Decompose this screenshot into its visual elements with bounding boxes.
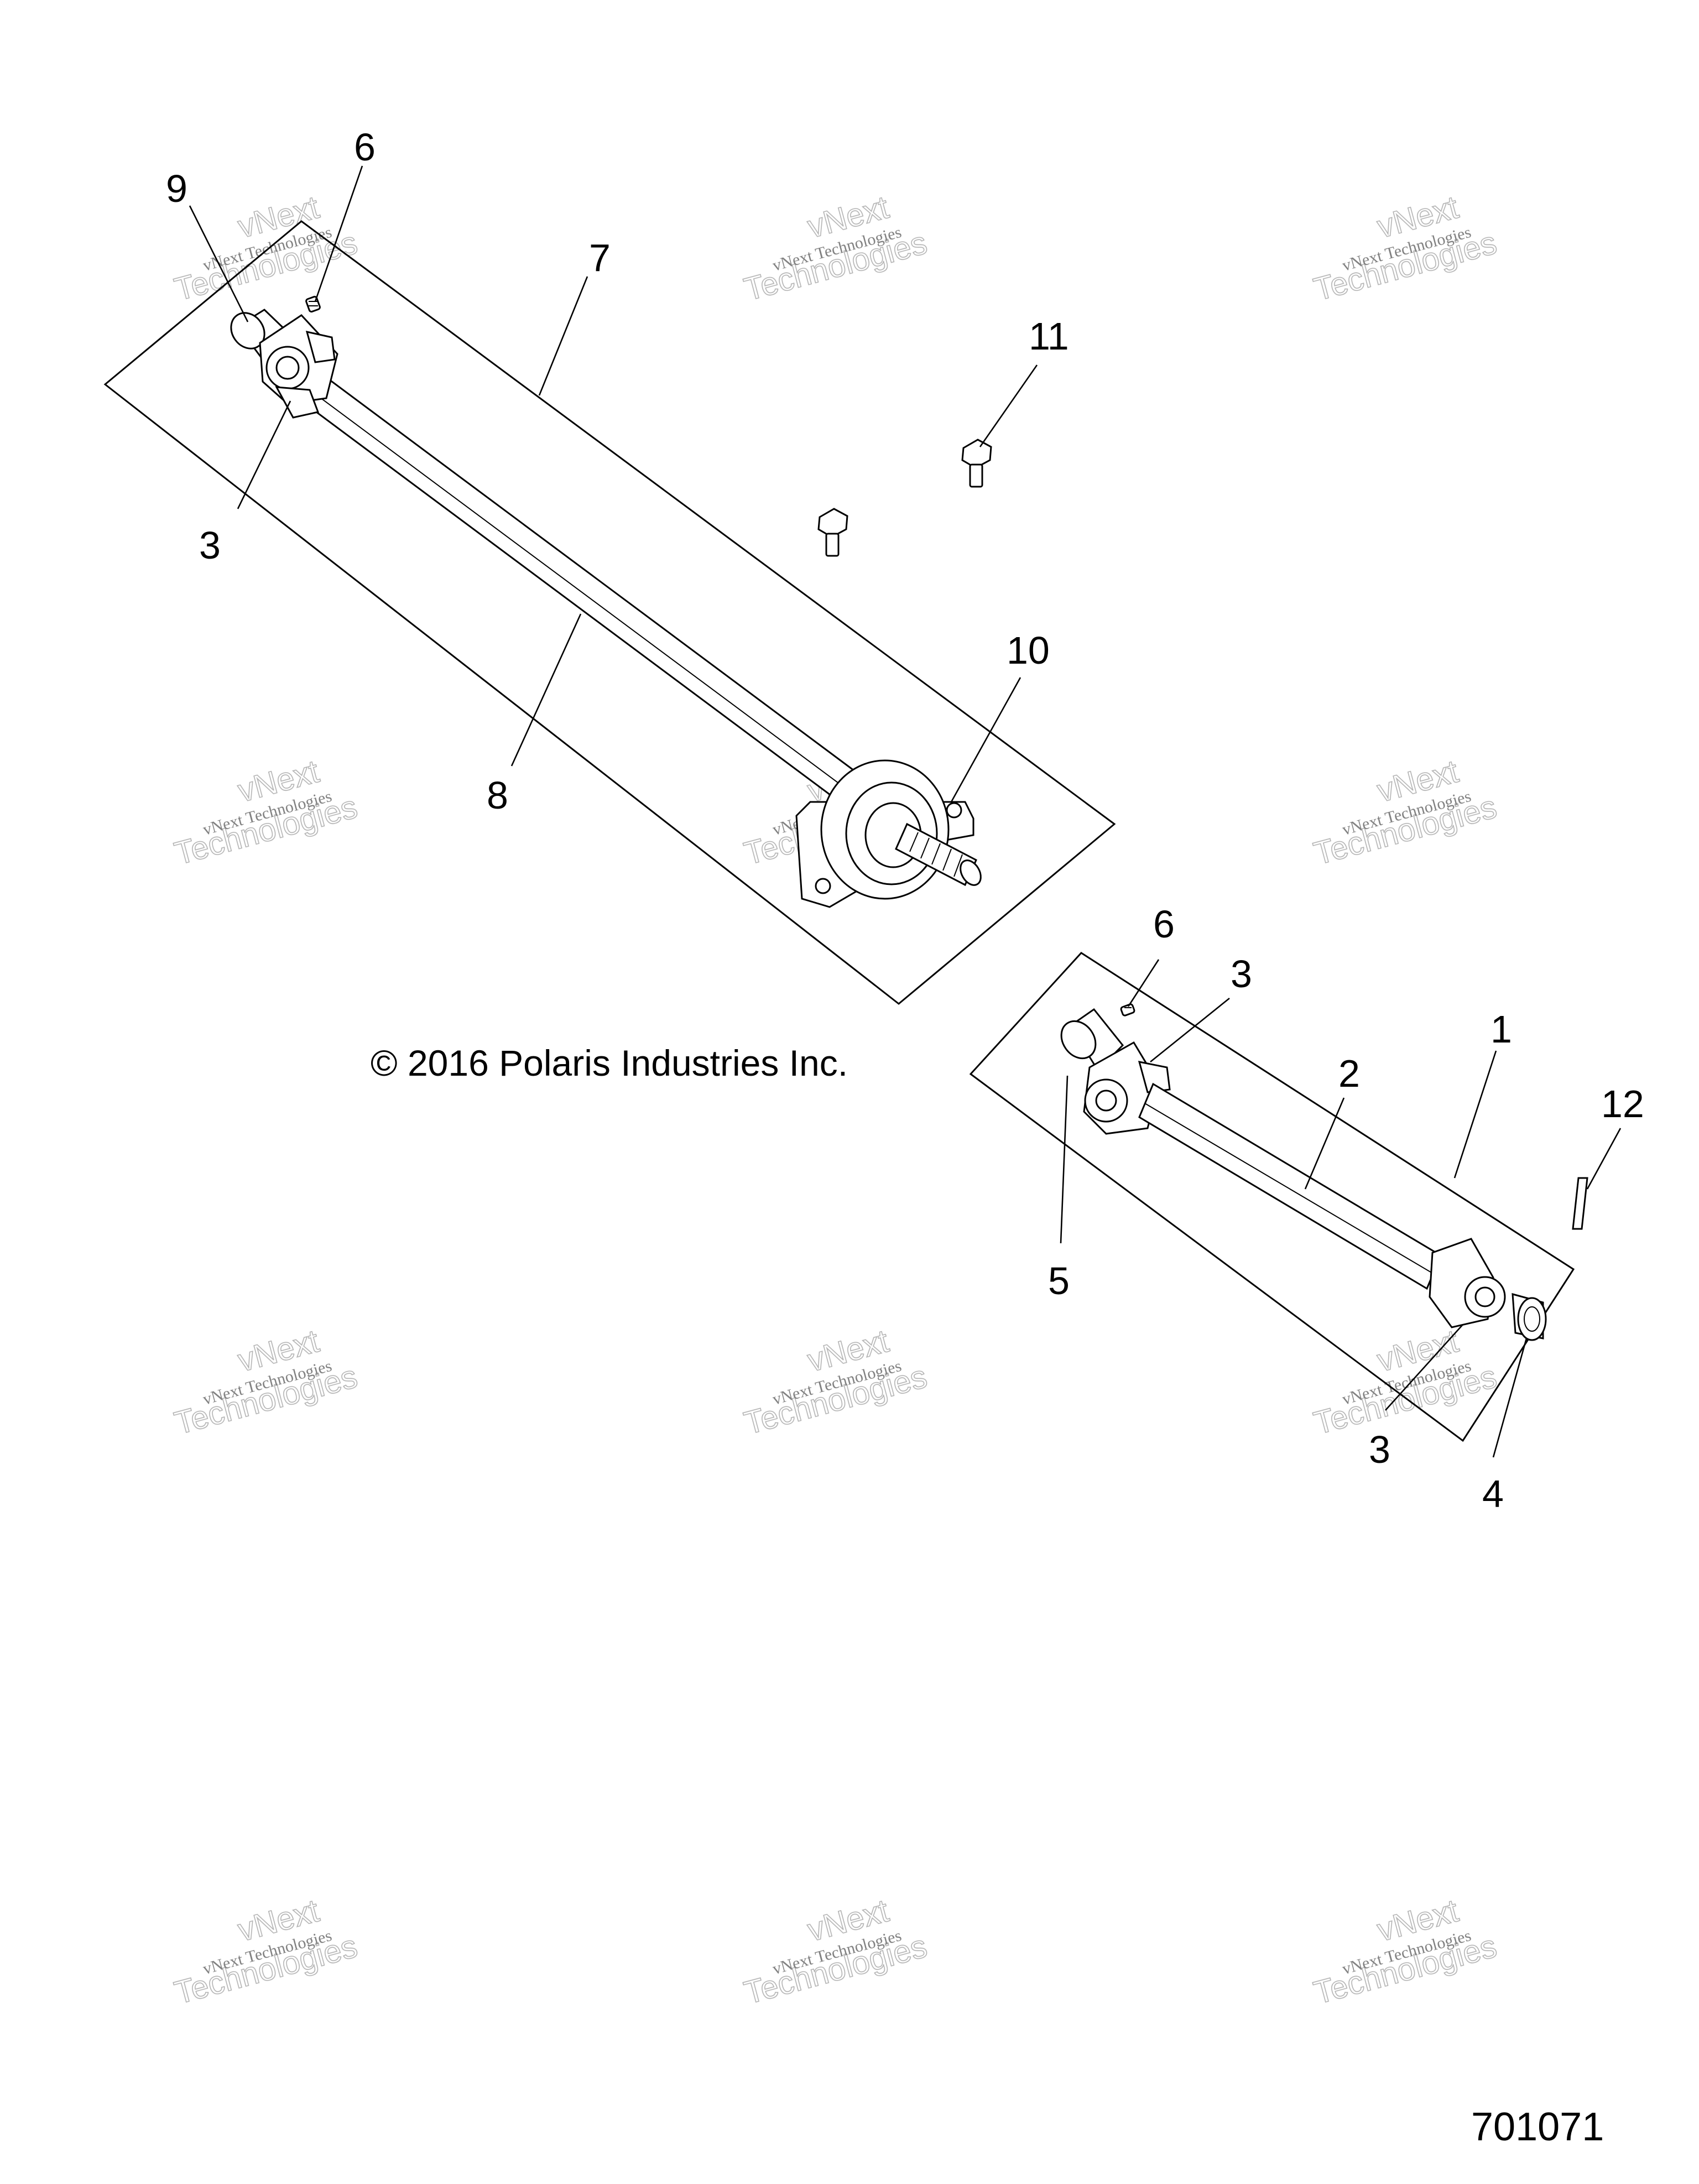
callout-10: 10 (1007, 629, 1050, 672)
callout-2: 2 (1338, 1052, 1360, 1095)
callout-12: 12 (1601, 1082, 1644, 1125)
watermark: Technologies vNext Technologies vNext (740, 1892, 931, 2011)
copyright-notice: © 2016 Polaris Industries Inc. (371, 1043, 848, 1083)
watermark: Technologies vNext Technologies vNext (170, 189, 361, 308)
lower-assembly-box (969, 952, 1575, 1442)
upper-u-joint (259, 314, 338, 419)
watermark: Technologies vNext Technologies vNext (1310, 189, 1500, 308)
watermark: Technologies vNext Technologies vNext (170, 753, 361, 872)
upper-shaft-tube (289, 363, 864, 806)
watermark: Technologies vNext Technologies vNext (1310, 1322, 1500, 1442)
lower-grease-fitting (1120, 1003, 1135, 1017)
callout-5: 5 (1048, 1259, 1070, 1302)
watermark: Technologies vNext Technologies vNext (740, 1322, 931, 1442)
callout-4: 4 (1482, 1472, 1504, 1515)
watermark: Technologies vNext Technologies vNext (740, 189, 931, 308)
callout-6-upper: 6 (354, 126, 376, 169)
upper-splined-end (895, 822, 982, 887)
callout-9: 9 (166, 167, 187, 210)
upper-driveshaft (230, 295, 982, 908)
callout-1: 1 (1490, 1008, 1512, 1051)
callout-6-lower: 6 (1153, 903, 1175, 946)
callout-3-mid: 3 (1231, 952, 1252, 995)
lower-shaft-tube (1138, 1082, 1442, 1290)
lower-u-joint-1 (1083, 1041, 1171, 1135)
upper-grease-fitting (305, 295, 321, 313)
roll-pin (1572, 1177, 1588, 1230)
bolt (961, 439, 992, 488)
callouts: 9 6 7 11 3 8 10 6 3 1 2 12 5 3 4 (166, 126, 1644, 1515)
lower-u-joint-2 (1429, 1238, 1547, 1341)
document-number: 701071 (1471, 2105, 1604, 2149)
bolt (817, 508, 848, 557)
lower-driveshaft (1060, 1003, 1547, 1341)
callout-3-upper: 3 (199, 524, 221, 567)
callout-8: 8 (487, 774, 508, 817)
callout-3-lower: 3 (1369, 1428, 1390, 1471)
callout-7: 7 (589, 236, 611, 279)
watermark: Technologies vNext Technologies vNext (170, 1892, 361, 2011)
watermark: Technologies vNext Technologies vNext (1310, 1892, 1500, 2011)
leader-lines (189, 165, 1622, 1458)
upper-assembly-box (103, 220, 1116, 1005)
watermark: Technologies vNext Technologies vNext (1310, 753, 1500, 872)
watermark-grid: Technologies vNext Technologies vNext Te… (170, 189, 1500, 2011)
callout-11: 11 (1029, 315, 1069, 358)
watermark: Technologies vNext Technologies vNext (170, 1322, 361, 1442)
